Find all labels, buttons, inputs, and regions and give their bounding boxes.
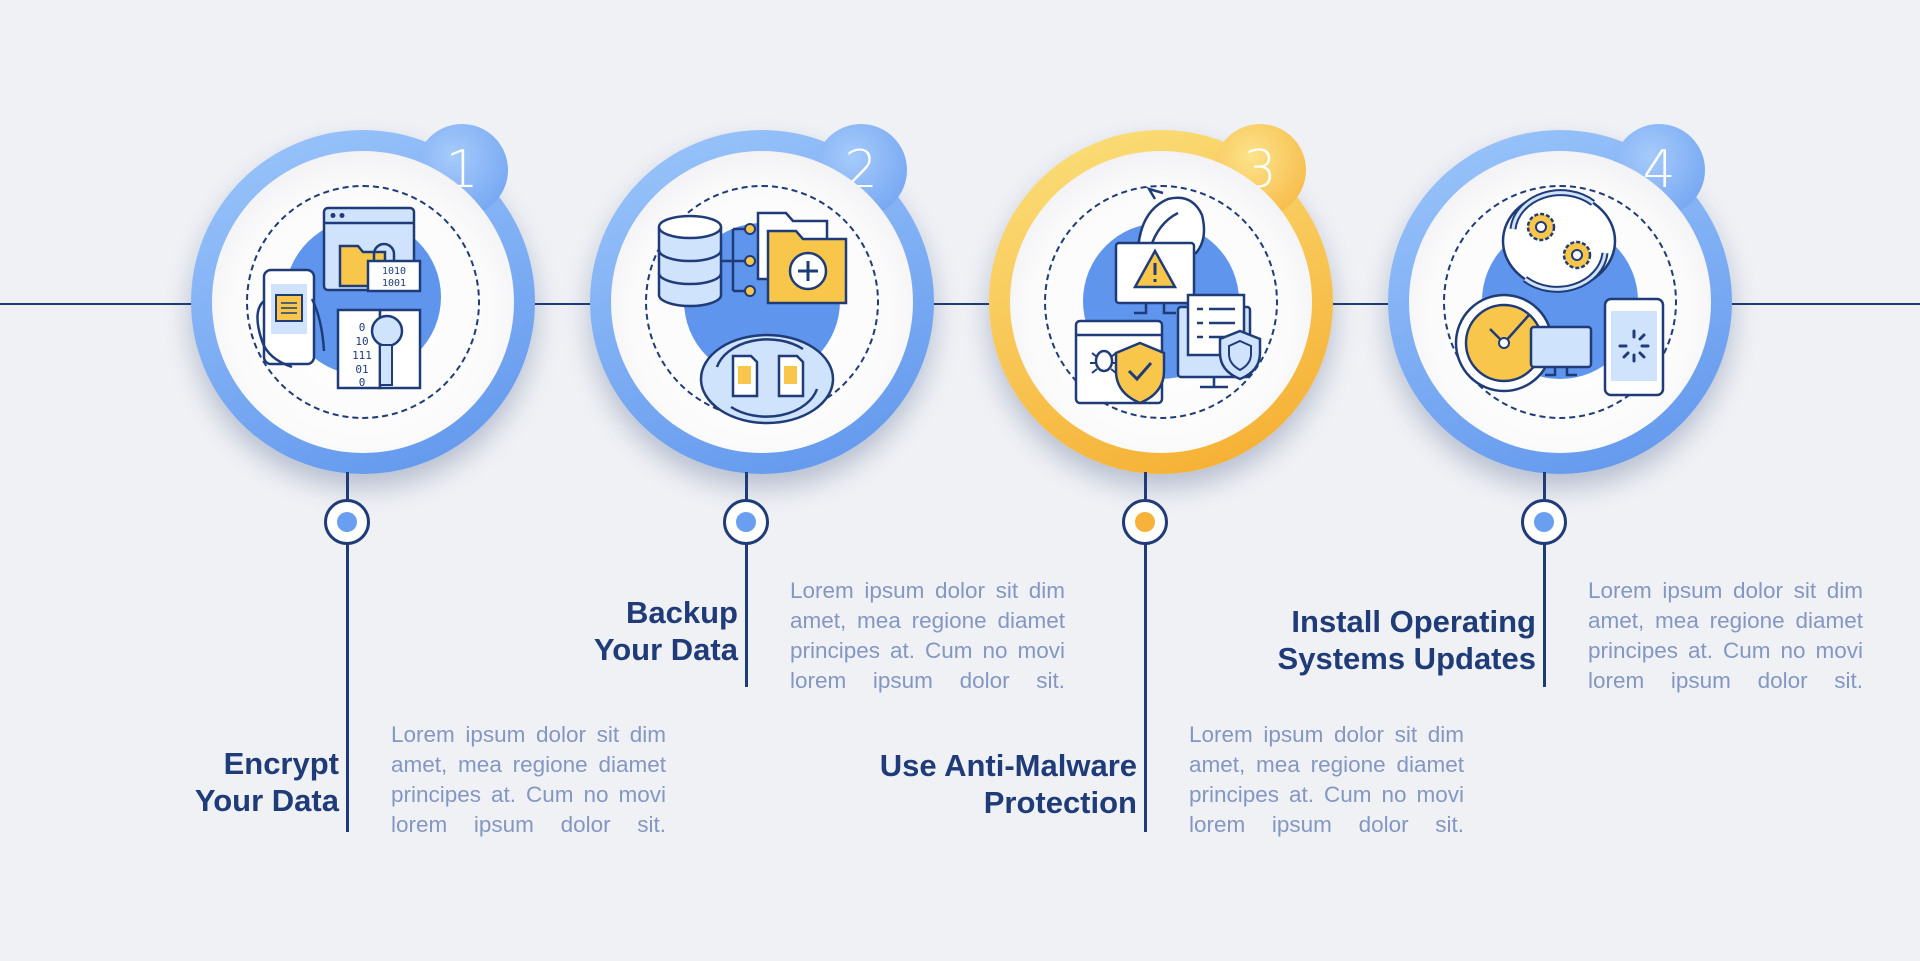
step-2-node: [723, 499, 769, 545]
step-3-title: Use Anti-Malware Protection: [879, 748, 1137, 820]
step-4-connector: [1543, 472, 1546, 687]
timeline-line: [0, 303, 1920, 305]
svg-text:111: 111: [352, 349, 372, 362]
svg-text:10: 10: [355, 335, 368, 348]
svg-text:1010: 1010: [382, 266, 406, 277]
step-3-icon-circle: [1010, 151, 1312, 453]
step-1-description: Lorem ipsum dolor sit dim amet, mea regi…: [391, 722, 666, 837]
svg-text:0: 0: [359, 376, 366, 389]
step-3-node: [1122, 499, 1168, 545]
step-3-connector: [1144, 472, 1147, 832]
step-3-description: Lorem ipsum dolor sit dim amet, mea regi…: [1189, 722, 1464, 837]
step-2-connector: [745, 472, 748, 687]
step-4-icon-circle: [1409, 151, 1711, 453]
system-update-icon: [1454, 189, 1665, 397]
step-1-connector: [346, 472, 349, 832]
step-1: 1 1010 1001 0 10 111 01 0: [173, 0, 666, 961]
step-4-title: Install Operating Systems Updates: [1277, 604, 1536, 676]
step-1-icon-circle: 1010 1001 0 10 111 01 0: [212, 151, 514, 453]
step-4: 4 Instal: [1278, 0, 1863, 961]
step-2: 2 Backup Your Data Lorem: [572, 0, 1065, 961]
encryption-icon: 1010 1001 0 10 111 01 0: [256, 206, 441, 390]
step-1-title: Encrypt Your Data: [194, 746, 339, 818]
svg-text:0: 0: [359, 321, 366, 334]
svg-text:01: 01: [355, 363, 368, 376]
step-2-icon-circle: [611, 151, 913, 453]
step-4-node: [1521, 499, 1567, 545]
step-4-description: Lorem ipsum dolor sit dim amet, mea regi…: [1588, 578, 1863, 693]
step-2-title: Backup Your Data: [593, 595, 738, 667]
svg-text:1001: 1001: [382, 278, 406, 289]
step-2-description: Lorem ipsum dolor sit dim amet, mea regi…: [790, 578, 1065, 693]
step-3: 3 Use Anti-Malware Pro: [880, 0, 1464, 961]
backup-icon: [657, 211, 848, 425]
anti-malware-icon: [1074, 186, 1262, 405]
step-1-node: [324, 499, 370, 545]
